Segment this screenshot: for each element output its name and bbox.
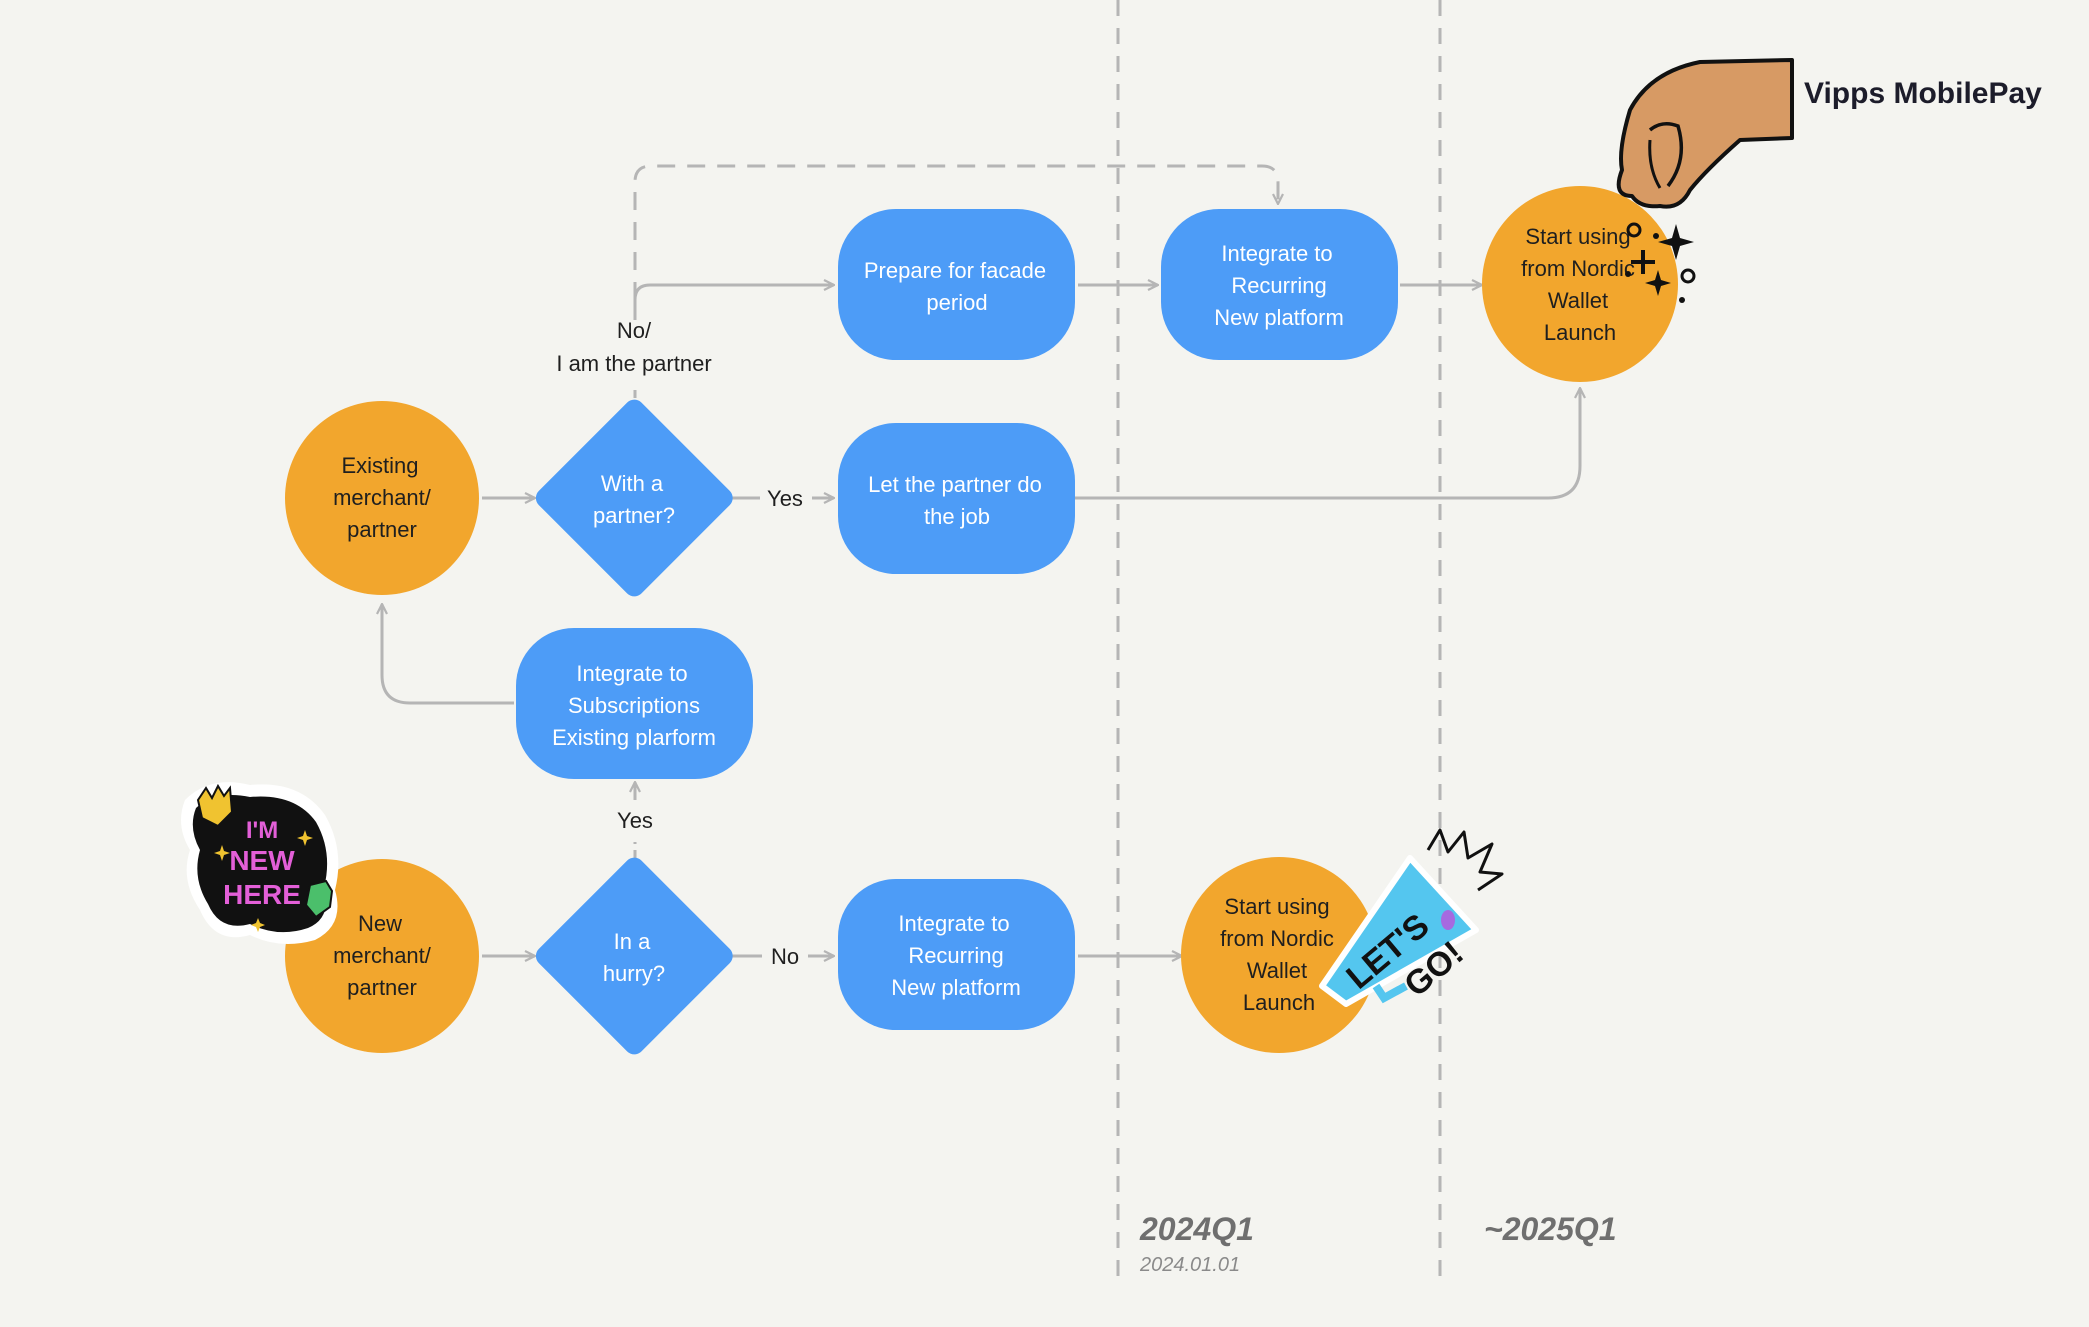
connectors [382,164,1580,956]
recurring-bottom-line-2: Recurring [908,943,1003,968]
new-here-sticker: I'M NEW HERE [181,782,339,944]
recurring-bottom-line-1: Integrate to [898,911,1009,936]
recurring-top-line-1: Integrate to [1221,241,1332,266]
start-bottom-line-4: Launch [1243,990,1315,1015]
node-prepare-facade: Prepare for facade period [838,209,1075,360]
start-bottom-line-3: Wallet [1247,958,1307,983]
timeline-label-2025q1: ~2025Q1 [1484,1211,1617,1247]
new-line-2: merchant/ [333,943,432,968]
edge-no-to-prepare [633,285,834,320]
edge-label-no-line-2: I am the partner [556,351,711,376]
job-line-2: the job [924,504,990,529]
edge-no-dashed-to-recurring [633,164,1278,300]
subs-line-1: Integrate to [576,661,687,686]
node-with-partner: With a partner? [535,399,733,597]
existing-line-1: Existing [341,453,418,478]
node-integrate-recurring-bottom: Integrate to Recurring New platform [838,879,1075,1030]
node-start-nordic-bottom: Start using from Nordic Wallet Launch [1181,857,1377,1053]
timeline-label-2024q1: 2024Q1 [1139,1211,1254,1247]
hurry-line-1: In a [614,929,651,954]
new-here-line-1: I'M [246,817,278,844]
with-partner-line-2: partner? [593,503,675,528]
start-bottom-line-2: from Nordic [1220,926,1334,951]
node-integrate-subscriptions: Integrate to Subscriptions Existing plar… [516,628,753,779]
recurring-top-line-3: New platform [1214,305,1344,330]
edge-subs-to-existing [382,604,514,705]
edge-label-yes-partner: Yes [767,486,803,511]
edge-label-yes-hurry: Yes [617,808,653,833]
new-here-line-2: NEW [229,845,295,876]
subs-line-2: Subscriptions [568,693,700,718]
start-top-line-2: from Nordic [1521,256,1635,281]
new-line-1: New [358,911,402,936]
prepare-line-2: period [926,290,987,315]
hurry-line-2: hurry? [603,961,665,986]
existing-line-2: merchant/ [333,485,432,510]
node-partner-do-job: Let the partner do the job [838,423,1075,574]
prepare-line-1: Prepare for facade [864,258,1046,283]
with-partner-line-1: With a [601,471,664,496]
new-line-3: partner [347,975,417,1000]
subs-line-3: Existing plarform [552,725,716,750]
timeline-date-2024q1: 2024.01.01 [1139,1254,1240,1276]
existing-line-3: partner [347,517,417,542]
edge-job-to-start [1075,388,1580,500]
edge-label-no-line-1: No/ [617,318,652,343]
new-here-line-3: HERE [223,879,301,910]
node-in-a-hurry: In a hurry? [535,857,733,1055]
recurring-bottom-line-3: New platform [891,975,1021,1000]
start-top-line-1: Start using [1525,224,1630,249]
start-top-line-3: Wallet [1548,288,1608,313]
brand-logo-text: Vipps MobilePay [1804,77,2042,110]
start-top-line-4: Launch [1544,320,1616,345]
recurring-top-line-2: Recurring [1231,273,1326,298]
hand-sprinkle-icon [1616,58,1794,303]
node-integrate-recurring-top: Integrate to Recurring New platform [1161,209,1398,360]
edge-label-no-hurry: No [771,944,799,969]
start-bottom-line-1: Start using [1224,894,1329,919]
node-existing-merchant: Existing merchant/ partner [285,401,479,595]
job-line-1: Let the partner do [868,472,1042,497]
